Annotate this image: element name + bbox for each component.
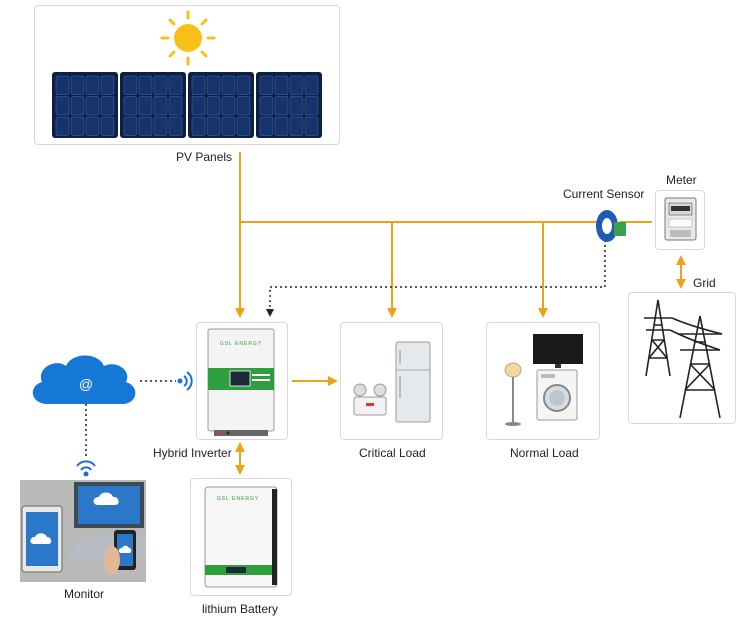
solar-cell <box>168 75 183 95</box>
phone-icon <box>104 530 136 574</box>
solar-cell <box>259 75 274 95</box>
solar-cell <box>221 116 236 136</box>
wifi-icon <box>76 460 96 477</box>
solar-cell <box>100 116 115 136</box>
solar-cell <box>85 75 100 95</box>
solar-cell <box>191 75 206 95</box>
solar-cell <box>274 96 289 116</box>
sun-icon <box>160 10 216 66</box>
sensor-signal-line <box>266 240 606 317</box>
solar-cell <box>191 96 206 116</box>
solar-cell <box>55 96 70 116</box>
solar-cell <box>206 75 221 95</box>
solar-cell <box>304 96 319 116</box>
solar-cell <box>274 116 289 136</box>
solar-panel-module <box>120 72 186 138</box>
solar-cell <box>236 116 251 136</box>
solar-cell <box>289 116 304 136</box>
solar-cell <box>138 96 153 116</box>
critical-load-label: Critical Load <box>359 446 426 460</box>
grid-label: Grid <box>693 276 716 290</box>
normal-load-label: Normal Load <box>510 446 579 460</box>
solar-panel-icon <box>52 72 322 138</box>
inverter-icon: GSL ENERGY <box>207 328 275 436</box>
solar-cell <box>221 96 236 116</box>
solar-cell <box>289 96 304 116</box>
current-sensor-icon <box>596 210 626 242</box>
floor-lamp-icon <box>504 362 522 426</box>
washing-machine-icon <box>536 369 578 421</box>
pv-panels-label: PV Panels <box>176 150 233 164</box>
fridge-icon <box>395 341 431 423</box>
solar-cell <box>259 116 274 136</box>
solar-cell <box>153 116 168 136</box>
transmission-tower-icon <box>644 299 723 419</box>
solar-cell <box>100 96 115 116</box>
meter-label: Meter <box>666 173 697 187</box>
solar-cell <box>304 116 319 136</box>
monitor-label: Monitor <box>64 587 105 601</box>
solar-cell <box>168 116 183 136</box>
meter-icon <box>664 197 697 241</box>
solar-cell <box>55 116 70 136</box>
solar-cell <box>138 75 153 95</box>
inverter-brand-text: GSL ENERGY <box>220 341 262 347</box>
solar-cell <box>221 75 236 95</box>
grid-card <box>628 292 736 424</box>
solar-cell <box>289 75 304 95</box>
solar-cell <box>274 75 289 95</box>
solar-cell <box>236 96 251 116</box>
solar-panel-module <box>188 72 254 138</box>
solar-cell <box>153 75 168 95</box>
cloud-at-symbol: @ <box>79 376 93 392</box>
solar-cell <box>236 75 251 95</box>
solar-cell <box>70 75 85 95</box>
solar-cell <box>153 96 168 116</box>
solar-cell <box>55 75 70 95</box>
tv-icon <box>533 334 583 368</box>
monitor-photo <box>20 480 146 582</box>
solar-cell <box>259 96 274 116</box>
lithium-battery-label: lithium Battery <box>202 602 279 616</box>
solar-cell <box>168 96 183 116</box>
emergency-light-icon <box>353 383 387 416</box>
tablet-icon <box>21 505 63 573</box>
solar-cell <box>304 75 319 95</box>
solar-cell <box>123 116 138 136</box>
hybrid-inverter-label: Hybrid Inverter <box>153 446 232 460</box>
solar-cell <box>85 116 100 136</box>
solar-cell <box>123 96 138 116</box>
battery-brand-text: GSL ENERGY <box>217 496 259 502</box>
solar-cell <box>123 75 138 95</box>
solar-cell <box>138 116 153 136</box>
solar-panel-module <box>256 72 322 138</box>
solar-cell <box>85 96 100 116</box>
solar-cell <box>70 96 85 116</box>
battery-icon: GSL ENERGY <box>204 486 278 588</box>
wifi-icon <box>177 371 193 391</box>
solar-panel-module <box>52 72 118 138</box>
solar-cell <box>70 116 85 136</box>
current-sensor-label: Current Sensor <box>563 187 645 201</box>
solar-cell <box>206 116 221 136</box>
cloud-icon: @ <box>32 355 136 404</box>
solar-cell <box>206 96 221 116</box>
solar-cell <box>191 116 206 136</box>
solar-cell <box>100 75 115 95</box>
